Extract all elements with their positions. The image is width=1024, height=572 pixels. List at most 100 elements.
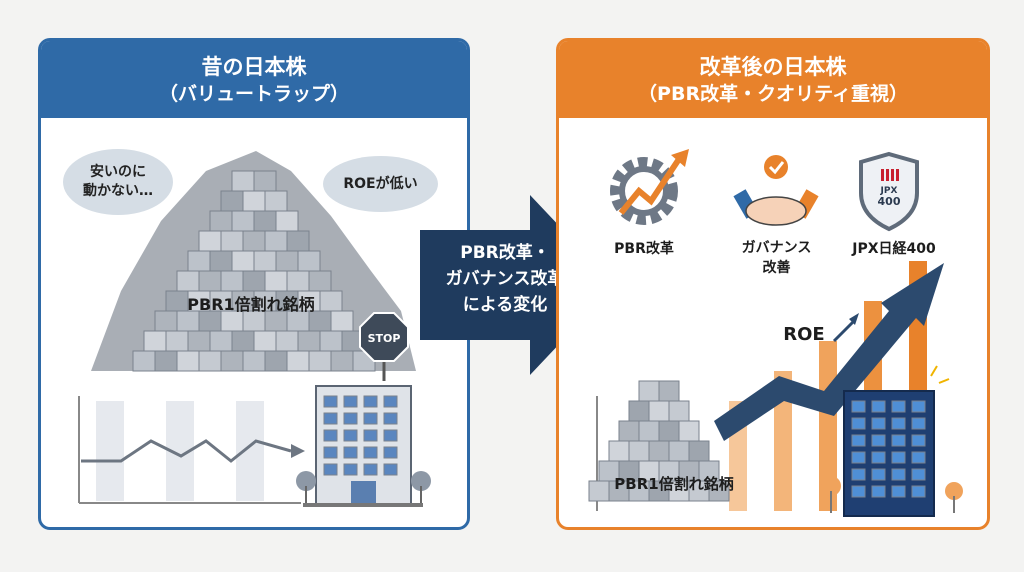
window [891, 451, 906, 464]
stone-block [231, 170, 255, 192]
modern-building-icon [821, 365, 963, 517]
stone-block [308, 270, 332, 292]
stone-block [220, 230, 244, 252]
window [383, 446, 398, 459]
stone-block [638, 380, 660, 402]
window [343, 412, 358, 425]
stone-block [231, 210, 255, 232]
stone-block [209, 250, 233, 272]
stone-block [253, 210, 277, 232]
stone-block [132, 350, 156, 372]
window [363, 446, 378, 459]
window [323, 412, 338, 425]
window [891, 417, 906, 430]
stone-block [176, 350, 200, 372]
left-title: 昔の日本株 [201, 54, 307, 79]
stone-block [209, 210, 233, 232]
stone-block [275, 210, 299, 232]
handshake-check-icon [733, 155, 819, 226]
stone-block [154, 350, 178, 372]
stone-block [678, 420, 700, 442]
thought-bubble-low-roe: ROEが低い [323, 156, 438, 212]
right-panel-header: 改革後の日本株 （PBR改革・クオリティ重視） [559, 41, 987, 118]
shield-icon: JPX 400 [859, 151, 919, 232]
stone-block [319, 330, 343, 352]
stone-block [209, 330, 233, 352]
office-building-icon [296, 385, 431, 507]
window [911, 434, 926, 447]
transition-arrow-label: PBR改革・ ガバナンス改革 による変化 [420, 240, 590, 318]
stone-block [286, 350, 310, 372]
right-pyramid-label: PBR1倍割れ銘柄 [614, 475, 734, 493]
right-subtitle: （PBR改革・クオリティ重視） [638, 82, 908, 105]
window [911, 468, 926, 481]
stone-block [286, 230, 310, 252]
window [323, 429, 338, 442]
stone-block [297, 250, 321, 272]
stone-block [308, 350, 332, 372]
stone-block [608, 440, 630, 462]
stone-blocks [132, 170, 376, 372]
stone-block [242, 230, 266, 252]
window [911, 417, 926, 430]
window [891, 485, 906, 498]
left-subtitle: （バリュートラップ） [158, 82, 349, 105]
stone-block [648, 400, 670, 422]
svg-text:STOP: STOP [368, 332, 401, 345]
right-title: 改革後の日本株 [699, 54, 847, 79]
window [363, 429, 378, 442]
stone-block [688, 440, 710, 462]
window [911, 451, 926, 464]
stagnant-chart [78, 396, 305, 504]
stone-block [253, 170, 277, 192]
window [323, 463, 338, 476]
window [871, 400, 886, 413]
stop-sign-icon: STOP [359, 312, 409, 381]
stone-block [198, 270, 222, 292]
window [891, 468, 906, 481]
window [871, 434, 886, 447]
stone-block [198, 350, 222, 372]
stone-block [708, 480, 730, 502]
window [871, 417, 886, 430]
window [851, 417, 866, 430]
window [871, 451, 886, 464]
stone-block [264, 350, 288, 372]
stone-block [242, 270, 266, 292]
window [343, 463, 358, 476]
stone-block [286, 270, 310, 292]
stone-block [220, 350, 244, 372]
stone-block [231, 250, 255, 272]
roe-growth-arrow [714, 263, 944, 441]
window [851, 485, 866, 498]
thought-bubble-cheap-but-stagnant: 安いのに 動かない… [63, 149, 173, 215]
window [343, 446, 358, 459]
stone-block [330, 350, 354, 372]
window [851, 468, 866, 481]
left-pyramid-label: PBR1倍割れ銘柄 [187, 295, 315, 314]
stone-block [648, 440, 670, 462]
stone-block [198, 230, 222, 252]
stone-block [264, 230, 288, 252]
window [363, 412, 378, 425]
window [851, 434, 866, 447]
window [383, 429, 398, 442]
arrow-text-line-2: ガバナンス改革 [445, 269, 565, 289]
stone-block [187, 330, 211, 352]
left-illustration: STOP [78, 151, 431, 507]
stone-block [638, 420, 660, 442]
window [363, 395, 378, 408]
stone-block [165, 330, 189, 352]
window [323, 446, 338, 459]
stone-block [668, 400, 690, 422]
stone-block [628, 440, 650, 462]
stone-block [242, 350, 266, 372]
window [871, 485, 886, 498]
stone-block [231, 330, 255, 352]
window [383, 463, 398, 476]
stone-block [264, 270, 288, 292]
reformed-japan-stocks-panel: 改革後の日本株 （PBR改革・クオリティ重視） JPX 400 [556, 38, 990, 530]
window [911, 485, 926, 498]
left-panel-header: 昔の日本株 （バリュートラップ） [41, 41, 467, 118]
stone-block [220, 270, 244, 292]
